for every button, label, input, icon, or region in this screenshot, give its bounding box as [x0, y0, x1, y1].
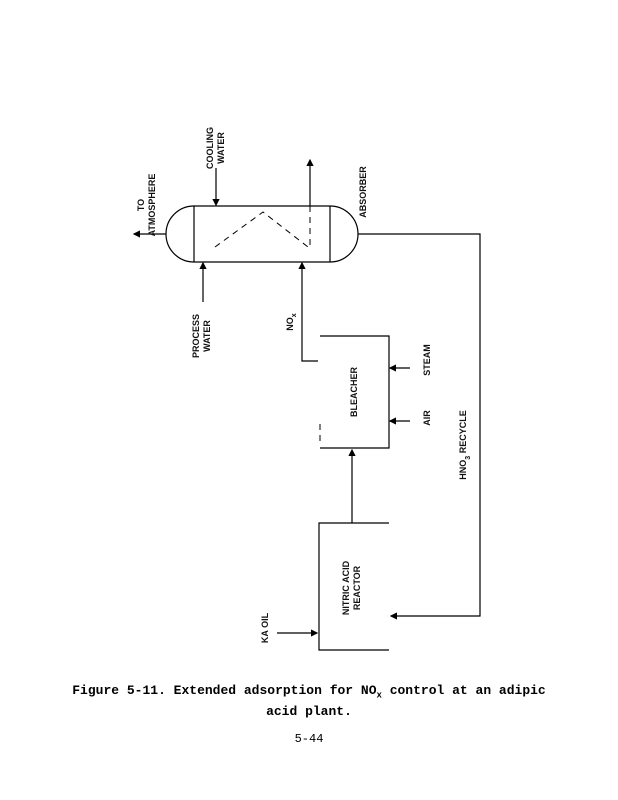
page-number: 5-44 — [294, 732, 324, 746]
svg-text:WATER: WATER — [216, 132, 226, 164]
bleacher-box — [320, 335, 390, 449]
figure-caption: Figure 5-11. Extended adsorption for NOx… — [0, 683, 618, 719]
absorber-vessel — [165, 205, 359, 263]
nox-stream — [298, 261, 318, 362]
hno3-recycle-stream — [358, 233, 481, 620]
svg-text:WATER: WATER — [202, 320, 212, 352]
svg-text:NOx: NOx — [285, 313, 298, 331]
absorber-label: ABSORBER — [358, 166, 368, 218]
caption-line2: acid plant. — [266, 703, 352, 719]
svg-text:PROCESS: PROCESS — [191, 314, 201, 358]
hno3-recycle-label: HNO3 RECYCLE — [458, 410, 472, 479]
svg-text:TO: TO — [136, 199, 146, 211]
svg-text:ATMOSPHERE: ATMOSPHERE — [147, 174, 157, 237]
nox-label: NOx — [285, 313, 298, 331]
svg-text:HNO3 RECYCLE: HNO3 RECYCLE — [458, 410, 472, 479]
svg-text:COOLING: COOLING — [205, 127, 215, 169]
air-label: AIR — [422, 410, 432, 426]
steam-label: STEAM — [422, 344, 432, 376]
caption-subscript: x — [376, 690, 382, 701]
to-atmosphere-label: TO ATMOSPHERE — [136, 174, 157, 237]
cooling-coil — [214, 211, 309, 248]
svg-text:NITRIC ACID: NITRIC ACID — [341, 560, 351, 615]
svg-text:REACTOR: REACTOR — [352, 565, 362, 610]
process-water-label: PROCESS WATER — [191, 314, 212, 358]
bleacher-label: BLEACHER — [349, 367, 359, 418]
ka-oil-label: KA OIL — [260, 612, 270, 643]
cooling-water-label: COOLING WATER — [205, 127, 226, 169]
caption-line1-suffix: control at an adipic — [381, 683, 546, 698]
caption-line1-prefix: Figure 5-11. Extended adsorption for NO — [72, 683, 377, 698]
reactor-box — [318, 522, 389, 651]
reactor-label: NITRIC ACID REACTOR — [341, 560, 362, 615]
